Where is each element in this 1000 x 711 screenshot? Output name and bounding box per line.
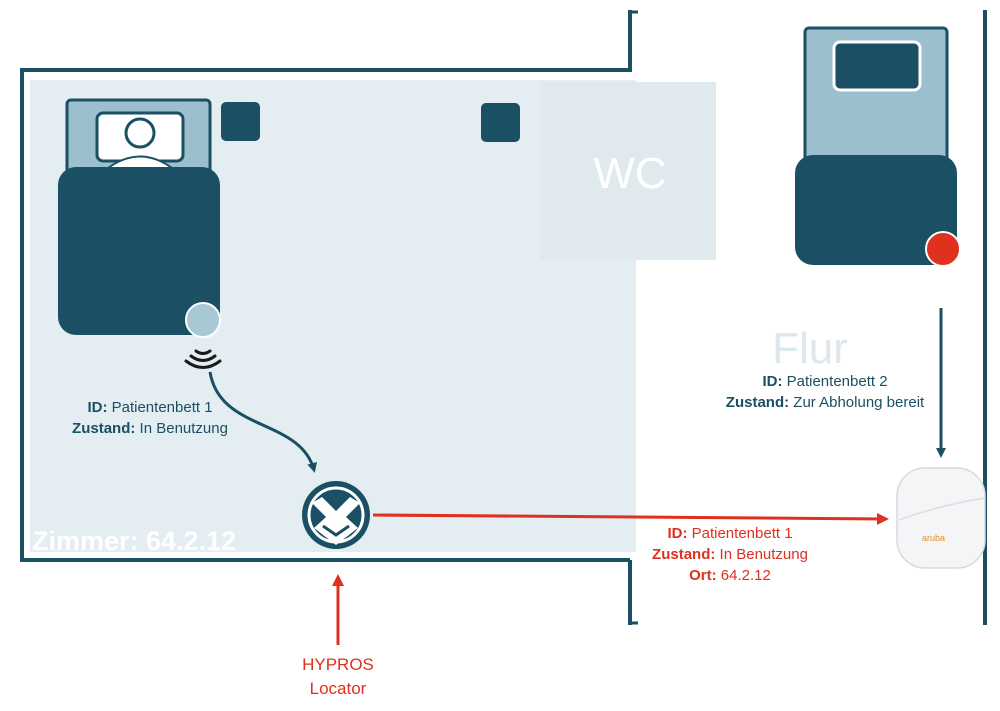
- tag-to-locator-arrow: [208, 371, 317, 473]
- bed-1: [58, 98, 222, 369]
- bed-1-id-line: ID: Patientenbett 1: [87, 399, 213, 416]
- bed-2-blanket: [795, 155, 957, 265]
- room-label: Zimmer: 64.2.12: [32, 526, 236, 556]
- hypros-locator: [302, 481, 370, 549]
- locator-label: HYPROS Locator: [288, 653, 388, 701]
- bed-2-id-line: ID: Patientenbett 2: [762, 373, 888, 390]
- locator-label-line-1: HYPROS: [302, 655, 374, 674]
- corridor-label: Flur: [772, 324, 848, 373]
- bed-2-info: ID: Patientenbett 2 Zustand: Zur Abholun…: [695, 371, 955, 413]
- locator-label-line-2: Locator: [309, 679, 367, 698]
- bed-1-tag: [185, 302, 221, 338]
- bed-1-state-line: Zustand: In Benutzung: [72, 420, 228, 437]
- wall-device-1: [221, 102, 260, 141]
- message-location-line: Ort: 64.2.12: [689, 567, 771, 584]
- room-wall: [20, 10, 632, 562]
- bed-2: [795, 26, 961, 267]
- wc-area: [540, 82, 716, 260]
- locator-message: ID: Patientenbett 1 Zustand: In Benutzun…: [620, 523, 840, 586]
- bed-2-state-line: Zustand: Zur Abholung bereit: [725, 394, 925, 411]
- bed-1-blanket: [58, 167, 220, 335]
- message-state-line: Zustand: In Benutzung: [652, 546, 808, 563]
- locator-to-ap-arrow: [372, 512, 889, 525]
- wireless-signal-icon: [184, 349, 222, 369]
- message-id-line: ID: Patientenbett 1: [667, 525, 793, 542]
- bed-2-pillow: [832, 40, 922, 92]
- patient-head-icon: [124, 117, 156, 149]
- wall-device-2: [481, 103, 520, 142]
- access-point: aruba: [896, 467, 986, 569]
- wc-label: WC: [593, 149, 666, 198]
- access-point-brand: aruba: [922, 533, 945, 543]
- bed-1-info: ID: Patientenbett 1 Zustand: In Benutzun…: [50, 397, 250, 439]
- access-point-body: [896, 467, 986, 569]
- locator-logo-icon: [312, 497, 360, 545]
- bed-2-alert-tag: [925, 231, 961, 267]
